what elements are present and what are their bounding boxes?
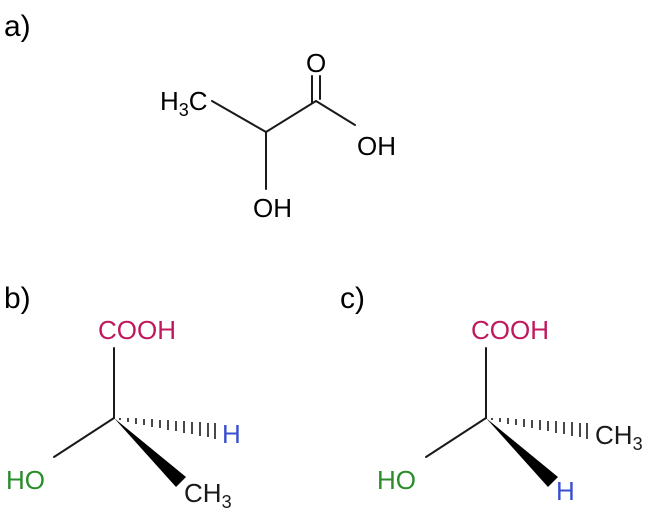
- carbonyl-o-label: O: [306, 48, 326, 78]
- panel-b-ho-label: HO: [6, 465, 45, 495]
- h3c-c: C: [189, 86, 208, 116]
- panel-c-ho-label: HO: [377, 465, 416, 495]
- panel-b-bond-ho: [53, 417, 115, 458]
- panel-c-cooh-label: COOH: [471, 315, 549, 345]
- carboxyl-oh-label: OH: [357, 131, 396, 161]
- panel-b-solid-wedge: [114, 418, 186, 487]
- h3c-h: H: [160, 86, 179, 116]
- panel-b-label: b): [4, 282, 31, 315]
- bond-ca-ccooh: [265, 100, 317, 133]
- panel-b-hashed-wedge: [119, 418, 216, 439]
- panel-b-cooh-label: COOH: [98, 315, 176, 345]
- bond-c-oh: [315, 100, 356, 126]
- panel-b-ch3-label: CH3: [184, 478, 232, 512]
- panel-c-h-label: H: [556, 476, 575, 506]
- panel-c-solid-wedge: [486, 418, 558, 487]
- panel-c-label: c): [340, 282, 365, 315]
- h3c-sub: 3: [179, 100, 189, 120]
- panel-b-h-label: H: [222, 419, 241, 449]
- panel-c-bond-ho: [425, 417, 487, 458]
- panel-c-ch3-label: CH3: [595, 420, 643, 454]
- panel-a-label: a): [4, 10, 31, 43]
- h3c-label: H3C: [160, 86, 208, 120]
- bond-ch3-ca: [211, 100, 267, 133]
- hydroxyl-oh-label: OH: [253, 193, 292, 223]
- panel-c-hashed-wedge: [491, 418, 588, 439]
